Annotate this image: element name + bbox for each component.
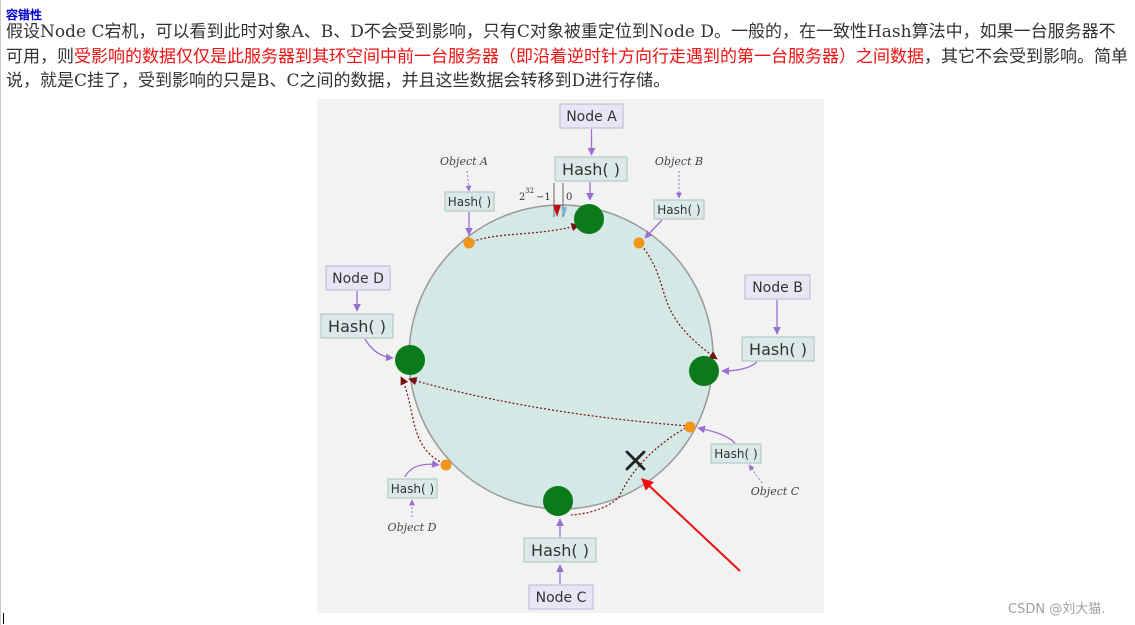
- node-d-hash-arrow: [364, 338, 394, 362]
- node-a-hash-label: Hash( ): [562, 160, 620, 179]
- object-a-arrow: [465, 170, 472, 192]
- object-a-hash-label: Hash( ): [448, 195, 491, 209]
- object-a-hash-box: [444, 191, 495, 212]
- node-d-hash-label: Hash( ): [328, 317, 386, 336]
- server-node-b: [689, 356, 719, 386]
- node-c-hash-box: [523, 537, 597, 563]
- object-b-hash-arrow: [644, 219, 663, 239]
- server-node-a: [574, 204, 604, 234]
- node-d-hash-box: [320, 313, 394, 339]
- object-a-label: Object A: [440, 155, 488, 168]
- object-d-hash-box: [387, 478, 438, 499]
- node-c-hash-label: Hash( ): [531, 541, 589, 560]
- node-a-label: Node A: [566, 109, 617, 125]
- text-cursor: [3, 613, 4, 624]
- node-a-hash-box: [554, 156, 628, 182]
- object-c-label: Object C: [751, 485, 800, 498]
- server-node-d: [395, 345, 425, 375]
- ring-top-label-zero: 0: [566, 192, 572, 203]
- server-node-c: [543, 486, 573, 516]
- node-b-hash-arrow: [721, 361, 758, 375]
- path-object-c: [408, 377, 690, 427]
- object-point-b: [633, 237, 645, 249]
- frame-left-border: [0, 0, 1, 625]
- node-b-hash-label: Hash( ): [749, 340, 807, 359]
- object-point-c: [684, 421, 696, 433]
- node-d-box: [325, 265, 391, 291]
- object-b-hash-label: Hash( ): [657, 203, 700, 217]
- hash-ring: [408, 204, 714, 510]
- csdn-watermark: CSDN @刘大猫.: [1008, 602, 1106, 617]
- node-d-label: Node D: [332, 271, 384, 287]
- server-failure-x-icon: [625, 450, 646, 471]
- node-b-hash-box: [741, 336, 815, 362]
- object-c-hash-arrow: [697, 425, 736, 444]
- object-b-label: Object B: [655, 155, 703, 168]
- node-a-box: [559, 103, 624, 129]
- object-d-label: Object D: [388, 521, 437, 534]
- path-object-b: [638, 241, 718, 360]
- red-pointer-arrow: [641, 478, 741, 572]
- object-c-hash-label: Hash( ): [714, 447, 757, 461]
- path-object-a: [468, 223, 580, 244]
- object-c-arrow: [748, 464, 763, 484]
- consistent-hash-diagram: 2 32 −1 0 Node A Hash( ): [317, 99, 824, 613]
- object-d-hash-arrow: [404, 460, 440, 478]
- path-old-c-to-d: [570, 425, 690, 516]
- para-text-2: ，其它不会受到影响。简单说，就是C挂了，受到影响的只是B、C之间的数据，并且这些…: [6, 46, 1128, 92]
- article-paragraph: 假设Node C宕机，可以看到此时对象A、B、D不会受到影响，只有C对象被重定位…: [6, 20, 1130, 94]
- para-text-highlight: 受影响的数据仅仅是此服务器到其环空间中前一台服务器（即沿着逆时针方向行走遇到的第…: [74, 46, 924, 67]
- object-d-hash-label: Hash( ): [391, 482, 434, 496]
- path-object-d: [400, 376, 448, 466]
- node-c-label: Node C: [536, 590, 587, 606]
- ring-top-arrow-red: [553, 205, 561, 217]
- object-point-d: [440, 459, 452, 471]
- node-c-box: [528, 584, 594, 610]
- ring-top-label-exp: 32: [525, 187, 534, 195]
- ring-top-label-minus: −1: [536, 192, 551, 203]
- node-b-box: [744, 274, 811, 300]
- ring-top-label-base: 2: [519, 192, 525, 203]
- node-b-label: Node B: [752, 280, 803, 296]
- section-heading: 容错性: [6, 8, 43, 22]
- object-c-hash-box: [710, 443, 762, 464]
- diagram-svg: 2 32 −1 0 Node A Hash( ): [320, 103, 815, 610]
- object-point-a: [463, 237, 475, 249]
- ring-top-arrow-blue: [561, 207, 567, 217]
- object-b-hash-box: [653, 199, 705, 220]
- para-text-1: 假设Node C宕机，可以看到此时对象A、B、D不会受到影响，只有C对象被重定位…: [6, 22, 1116, 67]
